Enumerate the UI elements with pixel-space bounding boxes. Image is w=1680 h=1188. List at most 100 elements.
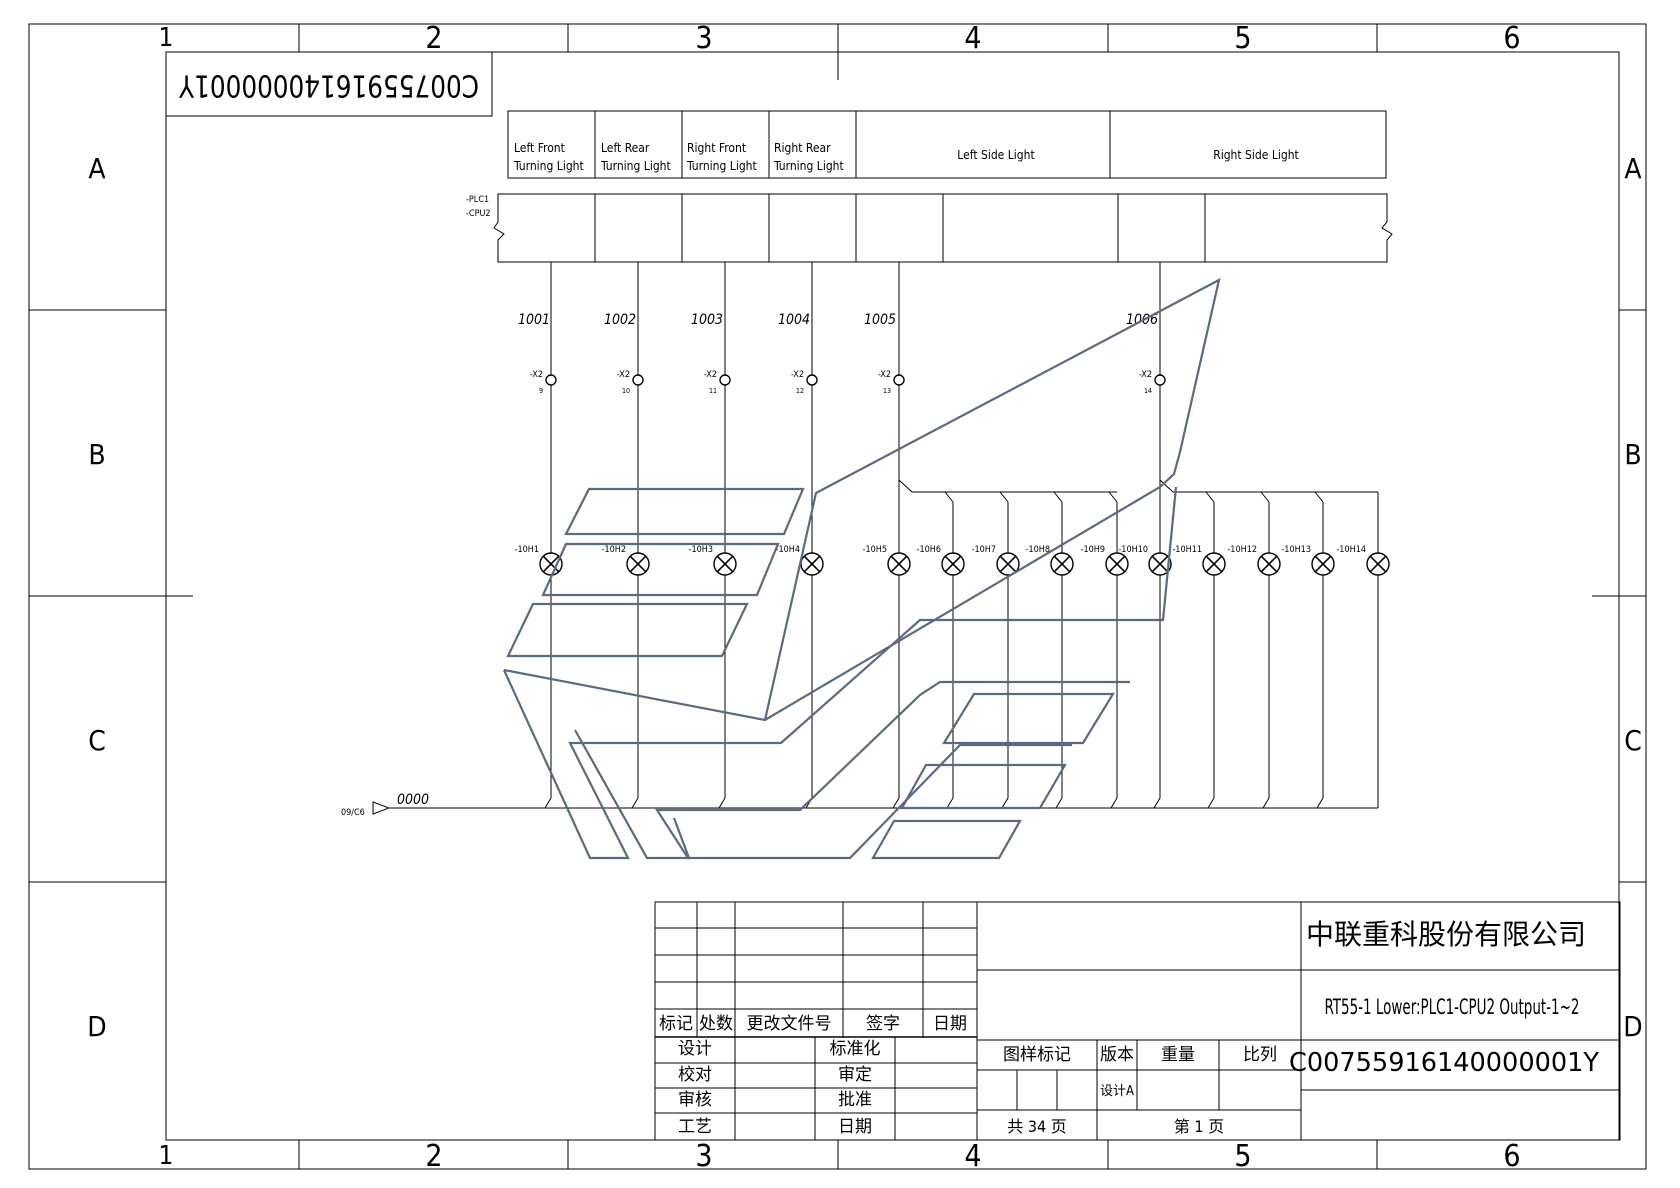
corner-code: C00755916140000001Y <box>179 68 479 103</box>
lamp-tag: -10H14 <box>1336 545 1366 555</box>
lamps <box>539 552 1390 576</box>
col-label: 3 <box>695 21 712 56</box>
terminal-num: 11 <box>709 387 717 395</box>
lamp-tag: -10H11 <box>1172 545 1202 555</box>
lamp-icon <box>1257 552 1281 576</box>
col-label: 4 <box>964 21 981 56</box>
drawing-number: C00755916140000001Y <box>1289 1048 1600 1078</box>
rev-header-count: 处数 <box>699 1014 733 1034</box>
row-label: C <box>88 724 106 757</box>
lamp-tag: -10H7 <box>972 545 996 555</box>
lamp-tag: -10H4 <box>776 545 800 555</box>
label-date: 日期 <box>838 1117 872 1137</box>
label-design: 设计 <box>678 1039 712 1059</box>
lamp-icon <box>539 552 563 576</box>
lamp-icon <box>713 552 737 576</box>
header-right-side-light: Right Side Light <box>1213 148 1299 162</box>
terminal-circle <box>719 374 731 386</box>
terminal-circle <box>545 374 557 386</box>
lamp-tag: -10H3 <box>689 545 713 555</box>
label-approve: 批准 <box>838 1090 872 1110</box>
drawing-title: RT55-1 Lower:PLC1-CPU2 Output-1~2 <box>1325 995 1580 1019</box>
plc-label-l2: -CPU2 <box>466 209 491 219</box>
wire-number: 1001 <box>518 312 550 328</box>
terminal-circle <box>1154 374 1166 386</box>
row-label: D <box>1623 1010 1642 1043</box>
wiring <box>390 262 1379 809</box>
header-left-front-l2: Turning Light <box>513 159 584 173</box>
company-name: 中联重科股份有限公司 <box>1306 918 1586 951</box>
row-label: C <box>1624 724 1642 757</box>
col-label: 5 <box>1234 21 1251 56</box>
zone-grid <box>29 24 1646 1169</box>
label-version: 版本 <box>1100 1045 1134 1065</box>
lamp-icon <box>941 552 965 576</box>
wire-numbers: 1001 1002 1003 1004 1005 1006 <box>518 312 1158 328</box>
wire-number: 1002 <box>604 312 636 328</box>
lamp-tag: -10H2 <box>602 545 626 555</box>
col-label: 5 <box>1234 1139 1251 1174</box>
off-page-arrow-icon <box>372 801 391 815</box>
wire-number: 1005 <box>864 312 896 328</box>
terminal-num: 14 <box>1144 387 1152 395</box>
column-labels: 1 2 3 4 5 6 1 2 3 4 5 6 <box>159 21 1521 1174</box>
col-label: 2 <box>425 21 442 56</box>
lamp-tag: -10H12 <box>1227 545 1257 555</box>
common-wire-number: 0000 <box>397 792 429 808</box>
row-labels: A B C D A B C D <box>87 152 1642 1043</box>
lamp-tag: -10H6 <box>917 545 941 555</box>
lamp-tag: -10H1 <box>515 545 539 555</box>
rev-header-date: 日期 <box>933 1014 967 1034</box>
rev-header-sign: 签字 <box>866 1014 900 1034</box>
row-label: B <box>1624 438 1641 471</box>
header-right-front-l1: Right Front <box>687 141 746 155</box>
rev-header-mark: 标记 <box>659 1014 693 1034</box>
lamp-icon <box>1105 552 1129 576</box>
col-label: 2 <box>425 1139 442 1174</box>
lamp-tag: -10H13 <box>1281 545 1311 555</box>
label-process: 工艺 <box>678 1117 712 1137</box>
lamp-icon <box>887 552 911 576</box>
function-header-table: Left Front Turning Light Left Rear Turni… <box>507 110 1387 179</box>
label-pattern-mark: 图样标记 <box>1003 1045 1071 1065</box>
col-label: 1 <box>159 23 174 53</box>
label-review: 审定 <box>838 1065 872 1085</box>
terminal-num: 9 <box>539 387 543 395</box>
row-label: A <box>1624 152 1642 185</box>
label-standard: 标准化 <box>830 1039 881 1059</box>
row-label: D <box>87 1010 106 1043</box>
header-left-rear-l1: Left Rear <box>601 141 650 155</box>
lamp-tag: -10H10 <box>1118 545 1148 555</box>
terminal-circle <box>632 374 644 386</box>
title-block: 标记 处数 更改文件号 签字 日期 设计 标准化 校对 审定 审核 批准 工艺 … <box>654 901 1621 1141</box>
header-right-rear-l1: Right Rear <box>774 141 831 155</box>
plc-label-l1: -PLC1 <box>466 195 489 205</box>
terminal-num: 12 <box>796 387 804 395</box>
label-scale: 比列 <box>1243 1045 1277 1065</box>
terminal-num: 13 <box>883 387 891 395</box>
lamp-icon <box>1366 552 1390 576</box>
corner-code-box <box>165 51 493 117</box>
terminal-num: 10 <box>622 387 630 395</box>
total-pages: 共 34 页 <box>1007 1117 1066 1136</box>
watermark-logo <box>502 277 1221 860</box>
wire-number: 1004 <box>778 312 810 328</box>
lamp-icon <box>1311 552 1335 576</box>
terminal-circle <box>893 374 905 386</box>
design-stage: 设计A <box>1100 1084 1134 1099</box>
lamp-tag: -10H5 <box>863 545 887 555</box>
header-left-rear-l2: Turning Light <box>600 159 671 173</box>
inner-frame <box>165 51 1620 1141</box>
terminal-tag: -X2 <box>1139 370 1152 380</box>
header-left-side-light: Left Side Light <box>957 148 1034 162</box>
terminal-tag: -X2 <box>791 370 804 380</box>
lamp-tags: -10H1 -10H2 -10H3 -10H4 -10H5 -10H6 -10H… <box>515 545 1366 555</box>
lamp-icon <box>1202 552 1226 576</box>
col-label: 6 <box>1503 1139 1520 1174</box>
terminal-tag: -X2 <box>704 370 717 380</box>
label-weight: 重量 <box>1161 1045 1195 1065</box>
lamp-icon <box>626 552 650 576</box>
lamp-tag: -10H9 <box>1081 545 1105 555</box>
row-label: B <box>88 438 105 471</box>
terminals: -X2 9 -X2 10 -X2 11 -X2 12 -X2 13 -X2 14 <box>530 370 1166 395</box>
